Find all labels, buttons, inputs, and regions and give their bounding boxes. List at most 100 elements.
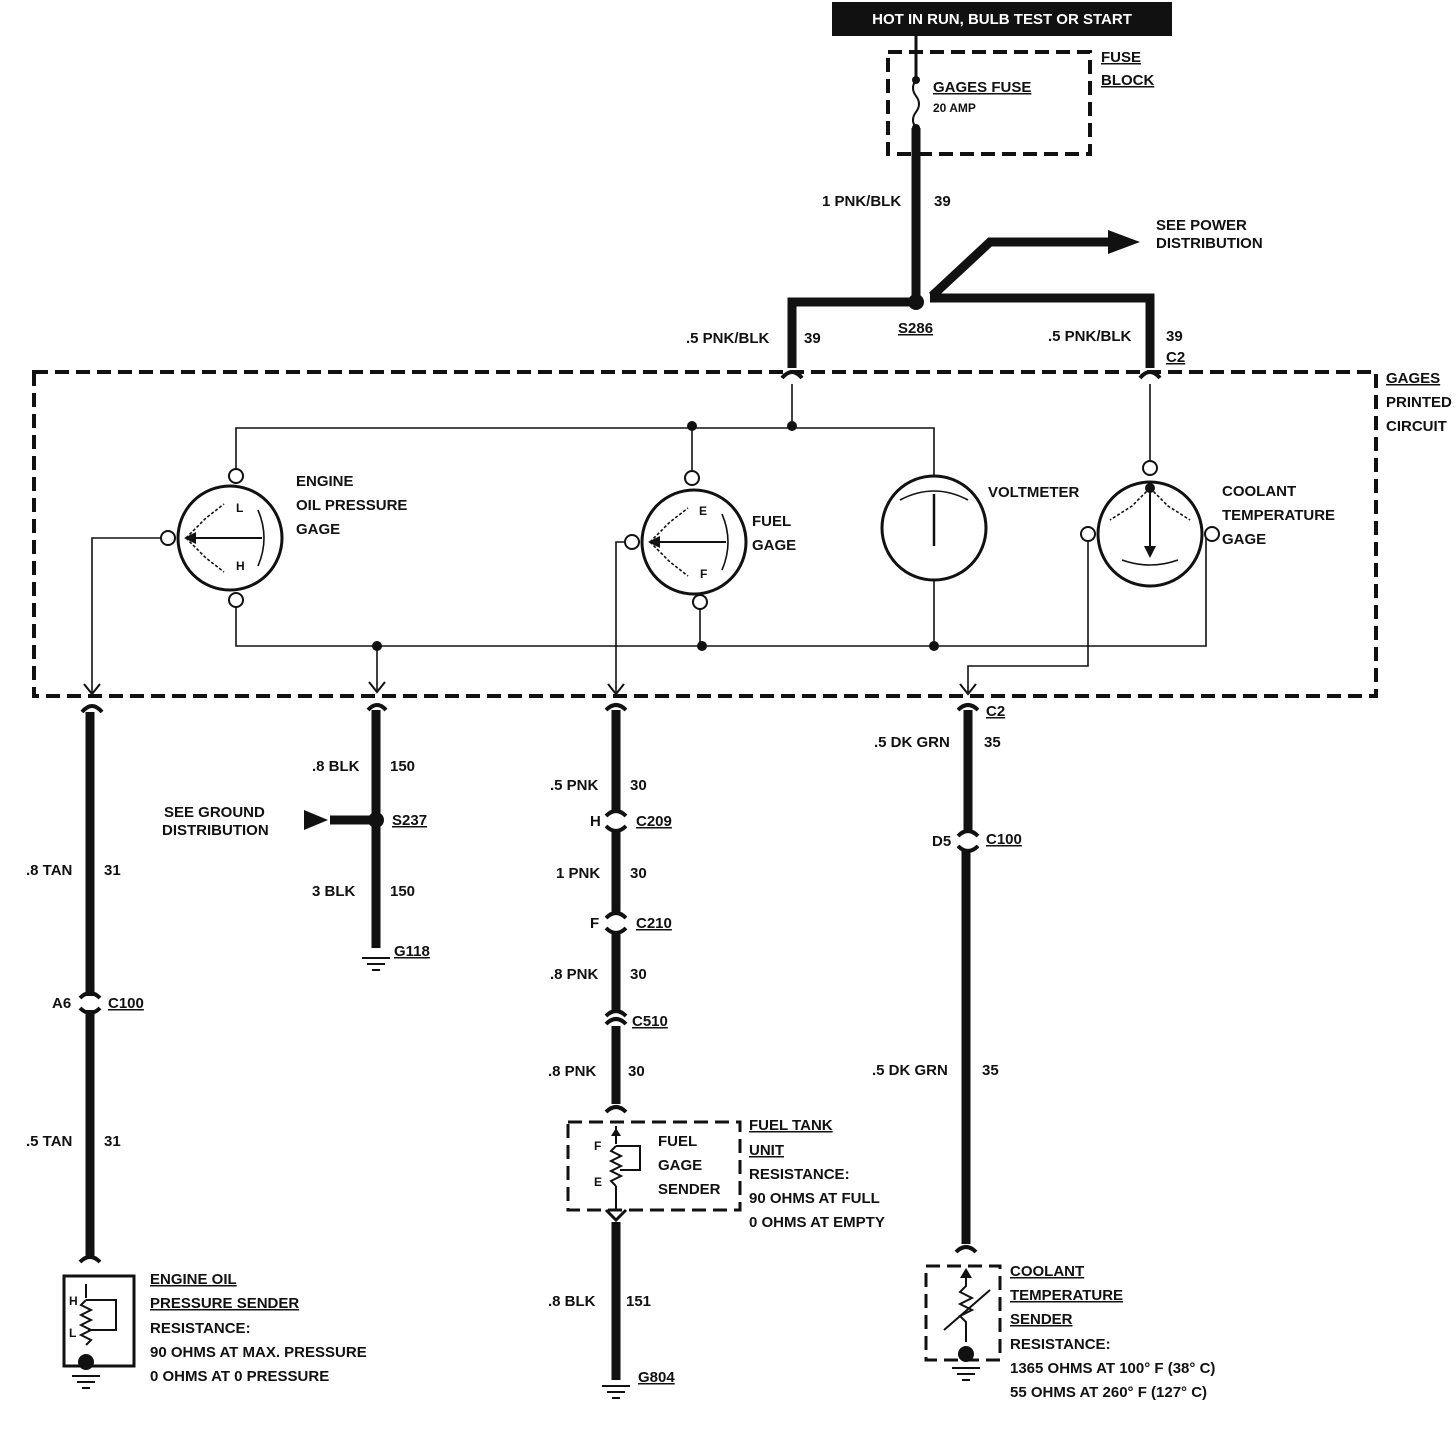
oil-sender-mark-h: H — [69, 1294, 78, 1308]
coolant-gage-coil-icon — [1109, 487, 1191, 521]
oil-gage-label-3: GAGE — [296, 521, 340, 538]
coolant-sender-resistance-title: RESISTANCE: — [1010, 1336, 1111, 1353]
fuel-circuit1-label: 30 — [630, 777, 647, 794]
right-feed-connector-label: C2 — [1166, 349, 1185, 366]
oil-sender-resistance-1: 90 OHMS AT MAX. PRESSURE — [150, 1344, 367, 1361]
left-feed-wire-label: .5 PNK/BLK — [686, 330, 770, 347]
fuel-gage-label-2: GAGE — [752, 537, 796, 554]
splice-s286-label: S286 — [898, 320, 933, 337]
power-ref-line2: DISTRIBUTION — [1156, 235, 1263, 252]
ground-exit-arrow-icon — [368, 681, 386, 694]
fuel-gage-terminal-bottom — [692, 594, 708, 610]
power-ref-line1: SEE POWER — [1156, 217, 1247, 234]
fuel-tank-unit-title-2: UNIT — [749, 1142, 784, 1159]
fuel-wire4-label: .8 PNK — [548, 1063, 597, 1080]
ground-circuit1-label: 150 — [390, 758, 415, 775]
oil-sender-resistance-2: 0 OHMS AT 0 PRESSURE — [150, 1368, 329, 1385]
printed-circuit-title-3: CIRCUIT — [1386, 418, 1447, 435]
oil-sender-resistance-title: RESISTANCE: — [150, 1320, 251, 1337]
fuel-circuit4-label: 30 — [628, 1063, 645, 1080]
g118-ground-icon — [362, 957, 390, 971]
trace-top-bus — [235, 427, 935, 480]
coolant-sender-arrow-icon — [960, 1268, 972, 1278]
oil-wire-connector-icon — [80, 704, 104, 714]
fuel-sender-arrow-icon — [611, 1128, 621, 1136]
coolant-circuit2-label: 35 — [982, 1062, 999, 1079]
fuel-sender-mark-e: E — [594, 1175, 602, 1189]
oil-c100-pin: A6 — [52, 995, 71, 1012]
gages-fuse-label: GAGES FUSE — [933, 79, 1031, 96]
c510-connector-icon — [604, 1009, 628, 1026]
fuse-block-title-2: BLOCK — [1101, 72, 1154, 89]
oil-sender-circuit: .8 TAN 31 A6 C100 .5 TAN 31 H L ENGINE O… — [26, 704, 367, 1389]
left-feed-circuit-label: 39 — [804, 330, 821, 347]
right-feed-wire — [930, 293, 1155, 368]
oil-sender-ground-terminal — [78, 1354, 94, 1370]
feed-circuit-label: 39 — [934, 193, 951, 210]
c209-label: C209 — [636, 813, 672, 830]
fuel-gage: E F FUEL GAGE — [624, 470, 796, 610]
fuel-tank-resistance-1: 90 OHMS AT FULL — [749, 1190, 880, 1207]
coolant-wire1-label: .5 DK GRN — [874, 734, 950, 751]
g804-label: G804 — [638, 1369, 675, 1386]
fuel-gage-scale-icon — [721, 513, 729, 571]
fuse-block: GAGES FUSE 20 AMP FUSE BLOCK — [886, 36, 1154, 156]
fuel-gage-terminal-side — [624, 534, 640, 550]
coolant-gage-label-1: COOLANT — [1222, 483, 1296, 500]
oil-c100-label: C100 — [108, 995, 144, 1012]
oil-pressure-gage: L H ENGINE OIL PRESSURE GAGE — [160, 468, 407, 608]
fuel-sender-label-1: FUEL — [658, 1133, 697, 1150]
coolant-sender-circuit: C2 .5 DK GRN 35 D5 C100 .5 DK GRN 35 COO… — [872, 703, 1215, 1401]
fuel-sender-connector-icon — [604, 1105, 628, 1114]
trace-oil-out — [91, 537, 168, 692]
fuel-circuit2-label: 30 — [630, 865, 647, 882]
ground-wire2-label: 3 BLK — [312, 883, 356, 900]
trace-coolant-out — [967, 534, 1089, 692]
oil-sender-mark-l: L — [69, 1326, 76, 1340]
fuel-wire5-label: .8 BLK — [548, 1293, 596, 1310]
oil-sender-resistor-icon — [78, 1299, 94, 1346]
trace-junction-volt-ground — [929, 641, 939, 651]
fuel-sender-label-3: SENDER — [658, 1181, 721, 1198]
oil-wire2-label: .5 TAN — [26, 1133, 72, 1150]
ground-wire-connector-icon — [366, 703, 388, 712]
fuel-tank-resistance-2: 0 OHMS AT EMPTY — [749, 1214, 885, 1231]
oil-gage-scale-icon — [257, 509, 265, 567]
coolant-sender-ground-terminal — [958, 1346, 974, 1362]
oil-gage-label-1: ENGINE — [296, 473, 354, 490]
trace-fuel-out — [615, 541, 626, 692]
ground-circuit2-label: 150 — [390, 883, 415, 900]
gages-fuse-rating: 20 AMP — [933, 101, 976, 115]
oil-exit-arrow-icon — [83, 683, 101, 696]
trace-junction-feed — [787, 421, 797, 431]
coolant-gage-scale-icon — [1121, 559, 1179, 566]
fuel-circuit5-label: 151 — [626, 1293, 651, 1310]
coolant-sender-title-2: TEMPERATURE — [1010, 1287, 1123, 1304]
voltmeter-label: VOLTMETER — [988, 484, 1080, 501]
c510-label: C510 — [632, 1013, 668, 1030]
voltmeter: VOLTMETER — [880, 474, 1080, 582]
fuel-sender-resistor-icon — [608, 1145, 624, 1187]
feed-wire-label: 1 PNK/BLK — [822, 193, 901, 210]
fuel-sender-mark-f: F — [594, 1139, 601, 1153]
coolant-c2-label: C2 — [986, 703, 1005, 720]
coolant-gage-pointer-icon — [1144, 546, 1156, 558]
fuel-ground-connector-icon — [604, 1208, 628, 1223]
power-distribution-arrow-icon — [1108, 230, 1140, 254]
fuse-block-title-1: FUSE — [1101, 49, 1141, 66]
ground-ref-line2: DISTRIBUTION — [162, 822, 269, 839]
c209-pin: H — [590, 813, 601, 830]
coolant-circuit1-label: 35 — [984, 734, 1001, 751]
oil-sender-wiper-icon — [86, 1299, 117, 1331]
splice-s237-label: S237 — [392, 812, 427, 829]
fuel-circuit3-label: 30 — [630, 966, 647, 983]
g118-label: G118 — [394, 943, 430, 960]
voltmeter-scale-icon — [899, 490, 969, 501]
oil-sender-title-1: ENGINE OIL — [150, 1271, 237, 1288]
power-distribution-wire — [928, 237, 1110, 300]
fuel-tank-unit-title-1: FUEL TANK — [749, 1117, 833, 1134]
feed-wiring: 1 PNK/BLK 39 S286 SEE POWER DISTRIBUTION… — [686, 128, 1263, 380]
oil-circuit2-label: 31 — [104, 1133, 121, 1150]
fuel-wire-connector-icon — [604, 703, 628, 712]
gages-printed-circuit: GAGES PRINTED CIRCUIT — [32, 370, 1452, 698]
